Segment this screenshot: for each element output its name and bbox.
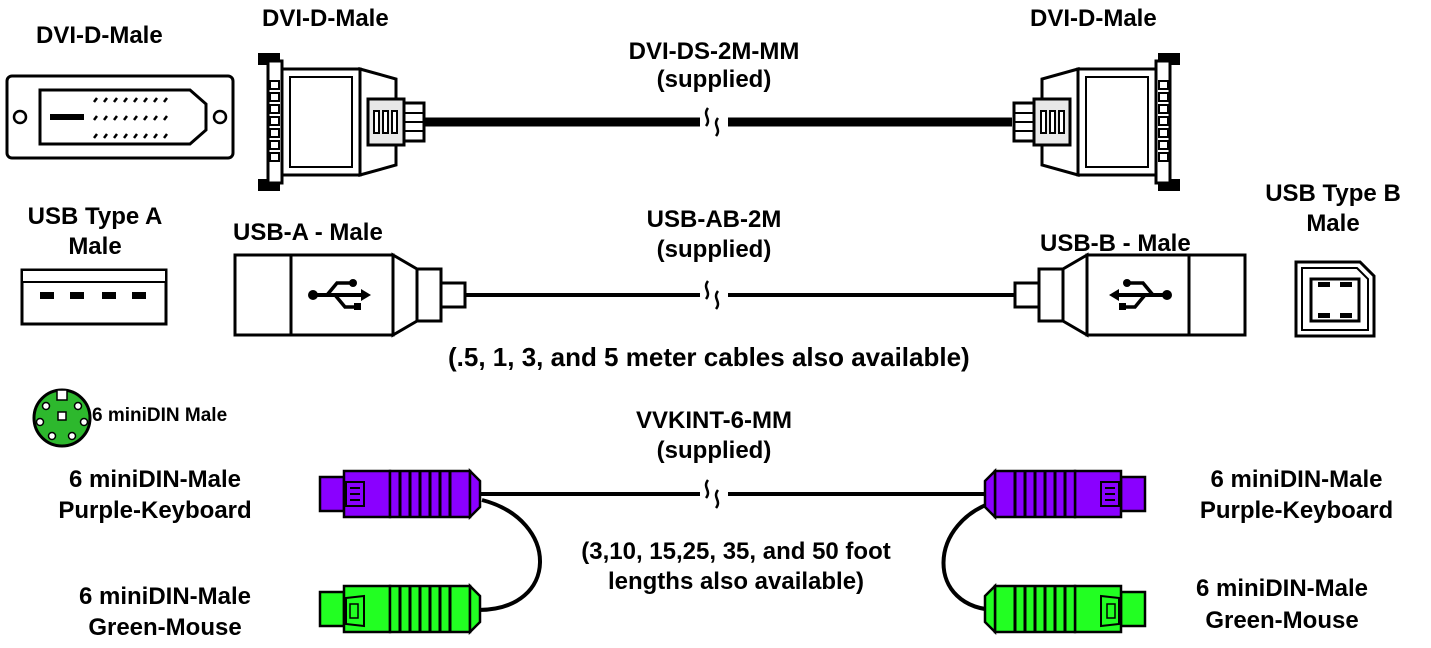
minidin-right-keyboard-plug — [983, 469, 1147, 519]
usb-b-plug-label: USB-B - Male — [1040, 230, 1191, 257]
usb-cable-name: USB-AB-2M — [646, 206, 782, 233]
minidin-left-split-cable — [477, 498, 542, 612]
dvi-port-label: DVI-D-Male — [36, 22, 163, 49]
minidin-left-mouse-label-line2: Green-Mouse — [88, 614, 242, 641]
dvi-left-plug — [256, 51, 426, 193]
usb-type-b-label-line1: USB Type B — [1265, 180, 1401, 207]
minidin-right-mouse-plug — [983, 584, 1147, 634]
usb-type-a-label-line1: USB Type A — [27, 203, 163, 230]
usb-type-a-port-icon — [20, 268, 168, 326]
usb-type-b-label-line2: Male — [1306, 210, 1360, 237]
minidin-port-label: 6 miniDIN Male — [92, 405, 228, 426]
minidin-cable-note: (supplied) — [656, 437, 772, 464]
dvi-cable-note: (supplied) — [656, 66, 772, 93]
minidin-left-keyboard-label-line2: Purple-Keyboard — [58, 497, 252, 524]
usb-type-b-port-icon — [1294, 260, 1376, 338]
dvi-right-plug-label: DVI-D-Male — [1030, 5, 1157, 32]
minidin-right-keyboard-label-line2: Purple-Keyboard — [1199, 497, 1394, 524]
minidin-lengths-note-line1: (3,10, 15,25, 35, and 50 foot — [581, 538, 891, 565]
minidin-right-mouse-label-line1: 6 miniDIN-Male — [1195, 575, 1369, 602]
usb-a-plug-label: USB-A - Male — [233, 219, 383, 246]
minidin-right-keyboard-label-line1: 6 miniDIN-Male — [1210, 466, 1383, 493]
minidin-left-mouse-plug — [318, 584, 482, 634]
usb-a-plug — [235, 255, 465, 335]
minidin-port-icon — [32, 388, 92, 448]
dvi-right-plug — [1012, 51, 1182, 193]
dvi-cable-name: DVI-DS-2M-MM — [628, 38, 800, 65]
usb-type-a-label-line2: Male — [68, 233, 122, 260]
usb-cable-note: (supplied) — [656, 236, 772, 263]
dvi-left-plug-label: DVI-D-Male — [262, 5, 389, 32]
dvi-port-icon — [5, 74, 235, 160]
minidin-right-split-cable — [941, 498, 1001, 612]
minidin-cable-name: VVKINT-6-MM — [636, 407, 792, 434]
minidin-lengths-note-line2: lengths also available) — [607, 568, 865, 595]
usb-b-plug — [1015, 255, 1245, 335]
minidin-left-keyboard-plug — [318, 469, 482, 519]
minidin-left-keyboard-label-line1: 6 miniDIN-Male — [68, 466, 242, 493]
usb-lengths-note: (.5, 1, 3, and 5 meter cables also avail… — [448, 342, 970, 372]
minidin-right-mouse-label-line2: Green-Mouse — [1205, 607, 1359, 634]
minidin-left-mouse-label-line1: 6 miniDIN-Male — [78, 583, 252, 610]
